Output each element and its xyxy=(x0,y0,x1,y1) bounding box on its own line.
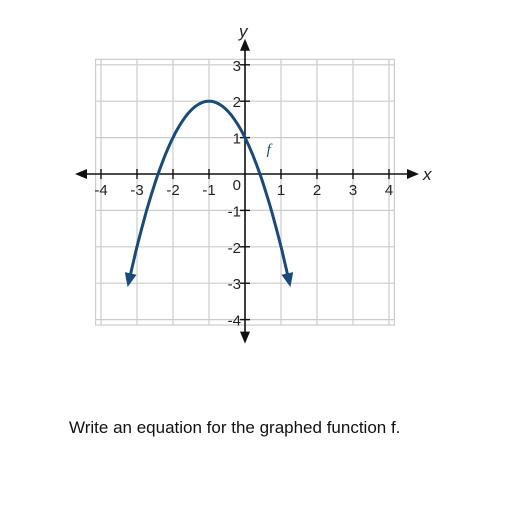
tick-labels: -4 -3 -2 -1 1 2 3 4 3 2 1 -1 -2 -3 -4 0 xyxy=(94,58,393,330)
y-tick-label: -4 xyxy=(228,313,241,330)
x-tick-label: -2 xyxy=(166,182,179,199)
curve-arrow-right xyxy=(281,272,294,288)
y-axis-label: y xyxy=(238,22,249,41)
curve-group xyxy=(124,99,294,288)
x-tick-label: -4 xyxy=(94,182,107,199)
question-text: Write an equation for the graphed functi… xyxy=(69,418,401,437)
y-axis-arrow-up xyxy=(240,38,250,51)
y-tick-label: -3 xyxy=(228,276,241,293)
x-tick-label: 2 xyxy=(313,182,321,199)
x-tick-label: 1 xyxy=(277,182,285,199)
x-axis-arrow-left xyxy=(75,169,87,179)
y-tick-label: 2 xyxy=(233,94,241,111)
x-axis-label: x xyxy=(422,165,432,184)
x-axis-arrow-right xyxy=(407,169,419,179)
x-tick-label: -3 xyxy=(130,182,143,199)
y-tick-label: -2 xyxy=(228,240,241,257)
x-tick-label: -1 xyxy=(202,182,215,199)
y-tick-label: 3 xyxy=(233,58,241,75)
y-tick-label: -1 xyxy=(228,203,241,220)
y-tick-label: 1 xyxy=(233,131,241,148)
function-label: f xyxy=(267,142,273,158)
x-tick-label: 4 xyxy=(385,182,393,199)
axes xyxy=(75,38,419,344)
function-graph: -4 -3 -2 -1 1 2 3 4 3 2 1 -1 -2 -3 -4 0 x y f xyxy=(75,22,432,344)
function-curve xyxy=(128,99,290,278)
origin-label: 0 xyxy=(233,177,241,194)
y-axis-arrow-down xyxy=(240,331,250,344)
x-tick-label: 3 xyxy=(349,182,357,199)
curve-arrow-left xyxy=(124,272,137,288)
